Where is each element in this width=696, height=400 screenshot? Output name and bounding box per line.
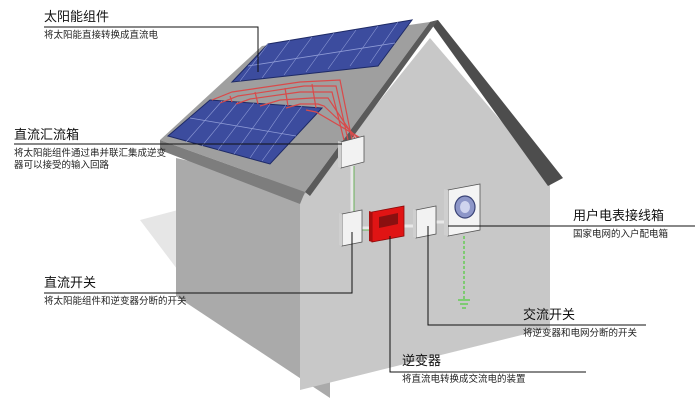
label-dc-switch-title: 直流开关 bbox=[44, 276, 97, 291]
house-side-wall bbox=[176, 158, 330, 398]
leader-ac-switch bbox=[427, 226, 646, 326]
label-inverter-title: 逆变器 bbox=[402, 354, 442, 369]
label-solar-module-desc: 将太阳能直接转换成直流电 bbox=[44, 30, 159, 41]
inverter-box bbox=[369, 205, 405, 243]
label-solar-module-title: 太阳能组件 bbox=[44, 10, 110, 25]
leader-dc-switch bbox=[44, 232, 353, 294]
label-meter-box-title: 用户电表接线箱 bbox=[573, 209, 665, 224]
dc-combiner-box bbox=[338, 135, 365, 169]
label-dc-combiner-box-title: 直流汇流箱 bbox=[14, 128, 80, 143]
label-solar-module: 太阳能组件 将太阳能直接转换成直流电 bbox=[44, 10, 158, 42]
label-inverter: 逆变器 将直流电转换成交流电的装置 bbox=[402, 354, 526, 386]
dc-switch-box bbox=[339, 209, 363, 247]
label-meter-box: 用户电表接线箱 国家电网的入户配电箱 bbox=[573, 209, 668, 241]
dc-wiring-roof bbox=[211, 79, 365, 141]
ground-wire bbox=[458, 236, 470, 309]
label-dc-combiner-box-desc: 将太阳能组件通过串并联汇集成逆变器可以接受的输入回路 bbox=[14, 148, 167, 171]
label-inverter-desc: 将直流电转换成交流电的装置 bbox=[402, 374, 526, 385]
roof-eave-right bbox=[430, 20, 563, 186]
label-dc-switch: 直流开关 将太阳能组件和逆变器分断的开关 bbox=[44, 276, 209, 308]
leader-solar bbox=[44, 26, 259, 72]
label-meter-box-desc: 国家电网的入户配电箱 bbox=[573, 229, 669, 240]
label-ac-switch-desc: 将逆变器和电网分断的开关 bbox=[523, 328, 638, 339]
label-ac-switch-title: 交流开关 bbox=[523, 308, 576, 323]
roof-front-edge bbox=[160, 140, 305, 204]
label-dc-switch-desc: 将太阳能组件和逆变器分断的开关 bbox=[44, 296, 187, 307]
leader-inverter bbox=[389, 236, 586, 373]
meter-box bbox=[444, 183, 481, 237]
label-ac-switch: 交流开关 将逆变器和电网分断的开关 bbox=[523, 308, 637, 340]
leader-lines bbox=[14, 26, 695, 373]
solar-array-lower bbox=[166, 99, 324, 165]
solar-array-upper bbox=[230, 19, 414, 83]
label-dc-combiner-box: 直流汇流箱 将太阳能组件通过串并联汇集成逆变器可以接受的输入回路 bbox=[14, 128, 169, 172]
ac-switch-box bbox=[413, 205, 437, 239]
